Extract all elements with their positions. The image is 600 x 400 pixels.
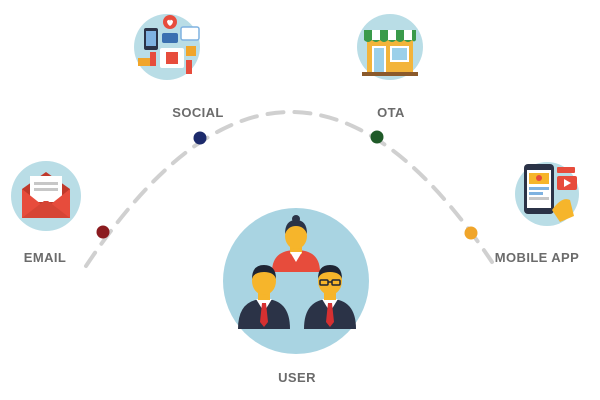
email-dot xyxy=(96,225,110,239)
social-dot xyxy=(193,131,207,145)
social-media-collage-icon xyxy=(134,14,200,80)
user-label: USER xyxy=(278,370,316,385)
connection-arc xyxy=(84,110,494,268)
social-label: SOCIAL xyxy=(172,105,224,120)
email-label: EMAIL xyxy=(23,250,67,265)
user-male-right-icon xyxy=(304,265,356,329)
ota-dot xyxy=(370,130,384,144)
user-group-icon xyxy=(223,208,369,354)
ota-label: OTA xyxy=(377,105,405,120)
mobile-app-label: MOBILE APP xyxy=(494,250,580,265)
storefront-icon xyxy=(357,14,423,80)
open-envelope-icon xyxy=(11,161,81,231)
mobile-app-dot xyxy=(464,226,478,240)
user-male-left-icon xyxy=(238,265,290,329)
user-female-icon xyxy=(272,215,320,272)
smartphone-app-icon xyxy=(515,162,579,226)
